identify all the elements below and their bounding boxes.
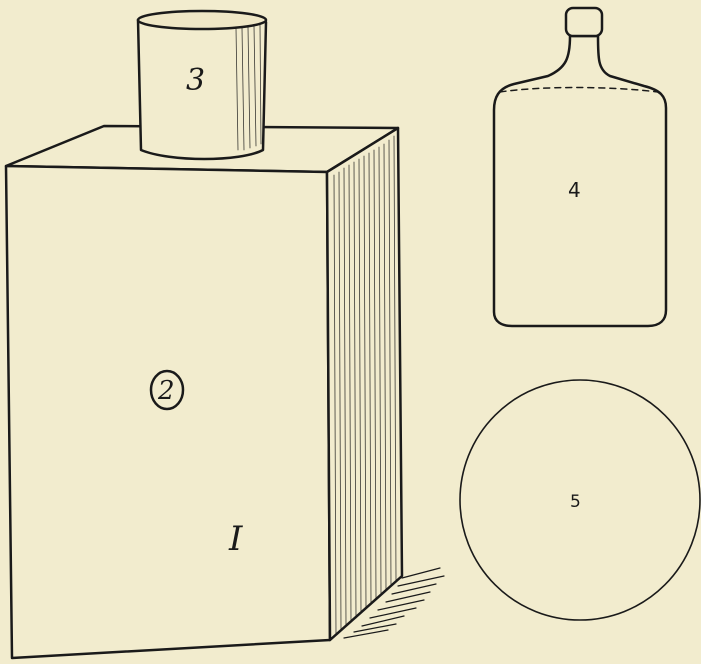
disc-label: 5 <box>570 494 581 511</box>
box-object <box>6 126 444 658</box>
cup-label: 3 <box>186 66 205 96</box>
bottle-object <box>494 8 666 326</box>
bottle-label: 4 <box>568 180 581 200</box>
cup-rim <box>138 11 266 29</box>
box-front-label: I <box>229 522 242 556</box>
bottle-cap <box>566 8 602 36</box>
box-front-face <box>6 166 330 658</box>
box-face-label: 2 <box>158 378 175 404</box>
